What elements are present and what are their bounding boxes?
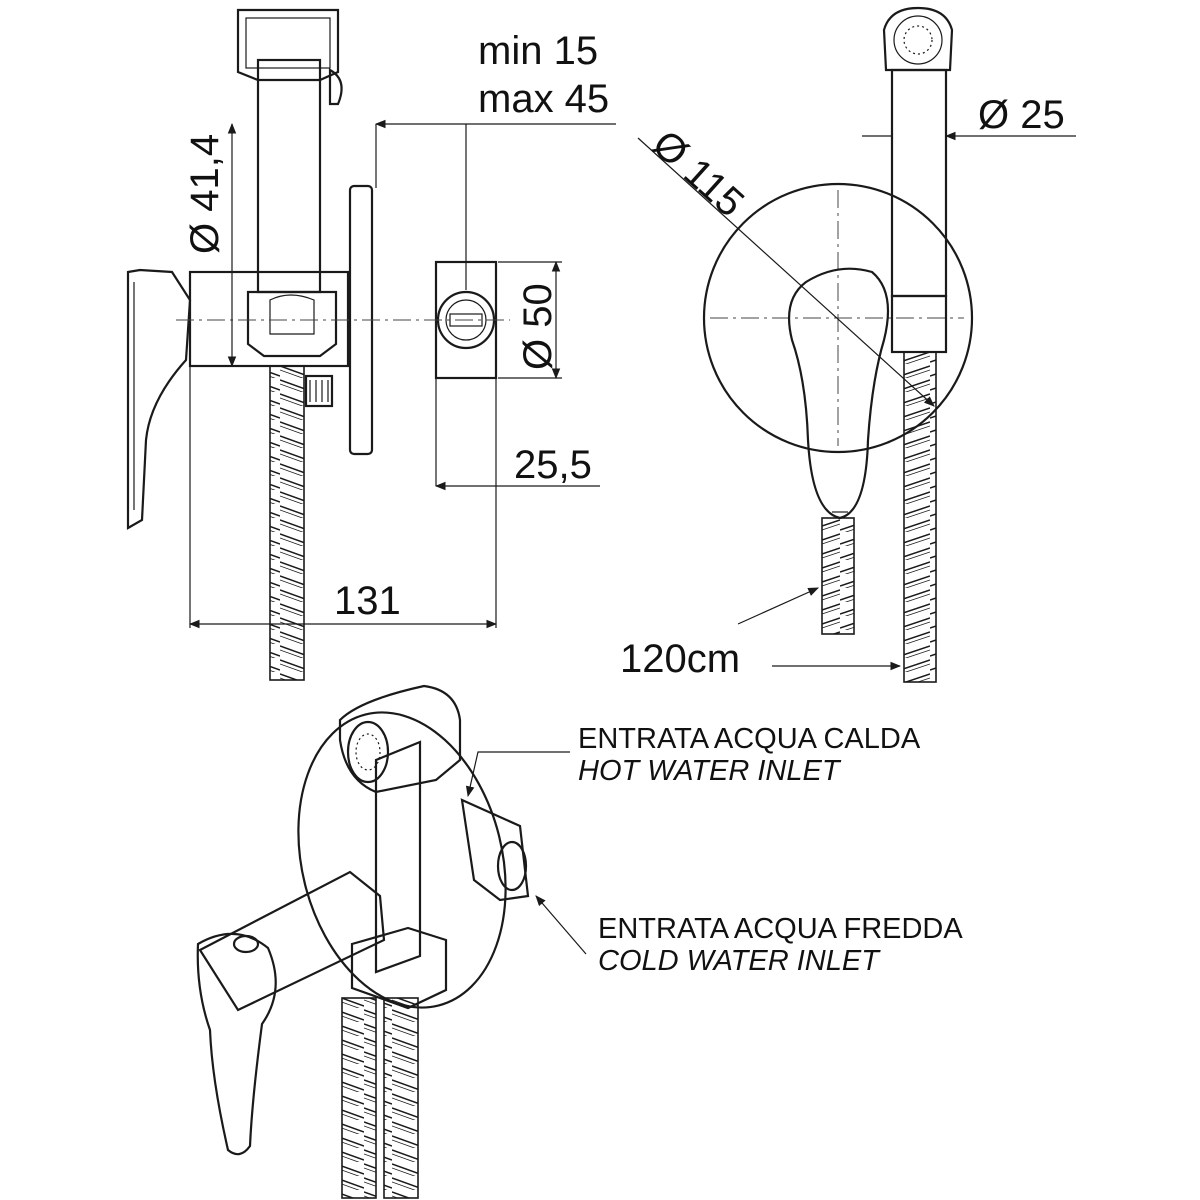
iso-holder xyxy=(350,926,448,1010)
dim-hose-length: 120cm xyxy=(620,637,740,681)
side-lever xyxy=(126,268,192,530)
front-handshower-tube xyxy=(890,68,948,298)
dim-body-diameter: Ø 50 xyxy=(516,283,560,370)
label-cold-inlet-en: COLD WATER INLET xyxy=(598,945,881,977)
isometric-view xyxy=(196,684,587,1199)
front-handshower-head xyxy=(882,6,954,72)
dim-inlet-offset: 25,5 xyxy=(514,443,592,487)
iso-hose-right xyxy=(383,997,419,1199)
dim-handshower-diameter: Ø 41,4 xyxy=(183,134,227,254)
side-view xyxy=(126,8,616,681)
label-hot-inlet-it: ENTRATA ACQUA CALDA xyxy=(578,723,921,755)
iso-handshower-head xyxy=(338,684,462,794)
iso-lever xyxy=(196,932,277,1156)
iso-inwall-body xyxy=(460,798,530,902)
dim-spray-diameter: Ø 25 xyxy=(978,93,1065,137)
dim-max: max 45 xyxy=(478,77,609,121)
dim-min: min 15 xyxy=(478,29,598,73)
dim-total-depth: 131 xyxy=(334,579,401,623)
side-handshower-head xyxy=(236,8,340,82)
label-cold-inlet-it: ENTRATA ACQUA FREDDA xyxy=(598,913,963,945)
front-hose-left xyxy=(821,517,855,635)
iso-wall-plate xyxy=(297,711,507,1009)
front-hose-right xyxy=(903,351,937,683)
side-hose xyxy=(269,365,305,681)
side-handshower-tube xyxy=(256,58,322,294)
iso-handshower-tube xyxy=(374,740,422,974)
front-holder xyxy=(890,294,948,354)
label-hot-inlet-en: HOT WATER INLET xyxy=(578,755,842,787)
front-wall-plate xyxy=(702,182,974,454)
dim-plate-diameter: Ø 115 xyxy=(644,122,752,226)
side-holder xyxy=(246,290,338,358)
iso-body xyxy=(198,870,386,1012)
iso-hose-left xyxy=(341,997,377,1199)
front-lever xyxy=(788,267,890,520)
front-view xyxy=(637,6,1076,683)
